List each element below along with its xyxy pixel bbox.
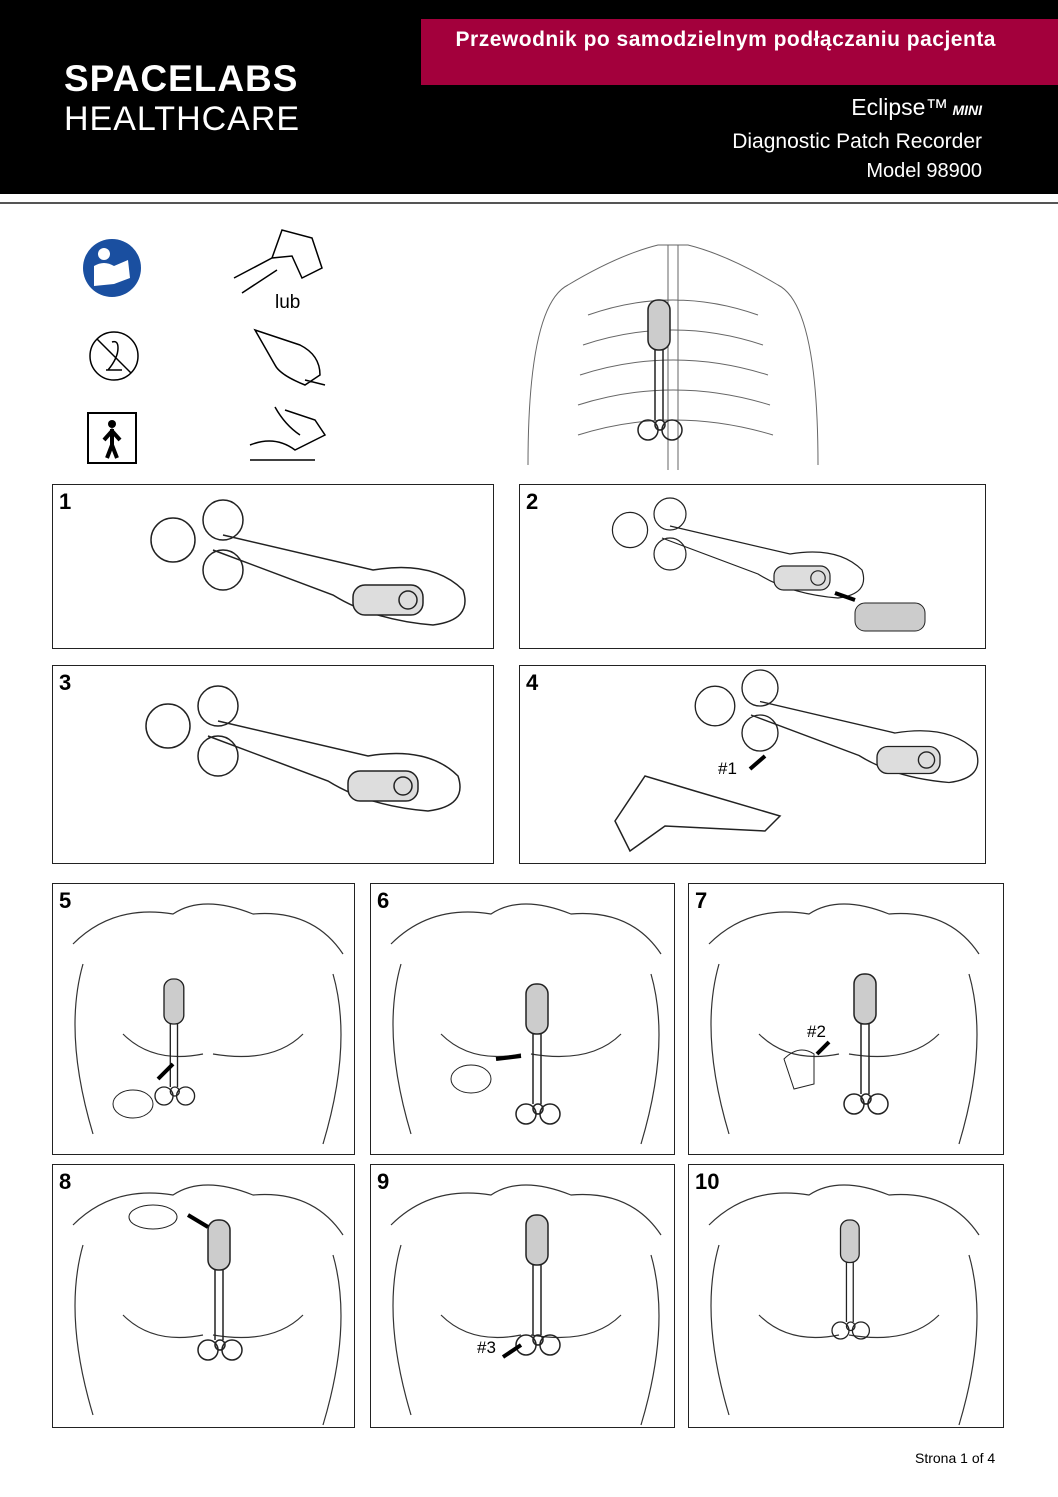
patch-assembled-illustration — [145, 685, 461, 812]
step-number: 2 — [526, 489, 539, 514]
page-number: Strona 1 of 4 — [915, 1450, 996, 1466]
step-8-panel: 8 — [52, 1164, 355, 1428]
wash-skin-icon — [233, 229, 323, 294]
chest-placement-diagram — [527, 244, 819, 470]
hand-icon — [128, 1204, 178, 1230]
liner-tag: #2 — [807, 1022, 826, 1041]
torso-illustration — [72, 903, 344, 1145]
torso-illustration — [390, 1184, 662, 1426]
step-5-panel: 5 — [52, 883, 355, 1155]
step-number: 4 — [526, 670, 539, 695]
product-subtitle: Diagnostic Patch Recorder — [732, 130, 982, 153]
step-9-panel: 9 #3 — [370, 1164, 675, 1428]
liner-tag: #3 — [477, 1338, 496, 1357]
step-number: 9 — [377, 1169, 390, 1194]
liner-removal-illustration — [614, 669, 979, 853]
type-bf-icon — [87, 412, 137, 464]
arrow-icon — [815, 1040, 831, 1056]
read-instructions-icon — [83, 239, 141, 297]
hand-icon — [450, 1064, 492, 1094]
step-10-panel: 10 — [688, 1164, 1004, 1428]
step-4-panel: 4 #1 — [519, 665, 986, 864]
patch-illustration — [150, 499, 466, 626]
step-number: 8 — [59, 1169, 72, 1194]
step-number: 7 — [695, 888, 708, 913]
model-number: Model 98900 — [866, 160, 982, 182]
or-label: lub — [275, 292, 301, 313]
arrow-icon — [156, 1062, 175, 1081]
hand-icon — [112, 1089, 154, 1119]
step-2-panel: 2 — [519, 484, 986, 649]
torso-illustration — [390, 903, 662, 1145]
arrow-icon — [834, 591, 856, 602]
logo-spacelabs: SPACELABS — [64, 58, 299, 99]
step-number: 3 — [59, 670, 72, 695]
torso-illustration — [72, 1184, 344, 1426]
divider — [0, 202, 1058, 204]
torso-illustration — [708, 903, 980, 1145]
arrow-icon — [186, 1213, 210, 1229]
step-7-panel: 7 #2 — [688, 883, 1004, 1155]
arrow-icon — [748, 754, 767, 771]
step-number: 6 — [377, 888, 390, 913]
product-suffix: MINI — [952, 102, 982, 118]
hair-clipper-icon — [253, 328, 326, 386]
do-not-reuse-icon — [89, 331, 139, 381]
step-3-panel: 3 — [52, 665, 494, 864]
step-number: 1 — [59, 489, 72, 514]
torso-illustration — [708, 1184, 980, 1426]
logo-healthcare: HEALTHCARE — [64, 100, 301, 138]
liner-tag: #1 — [718, 759, 737, 778]
step-number: 10 — [695, 1169, 720, 1194]
document-title: Przewodnik po samodzielnym podłączaniu p… — [421, 19, 1058, 85]
arrow-icon — [495, 1054, 522, 1061]
step-1-panel: 1 — [52, 484, 494, 649]
arrow-icon — [501, 1343, 523, 1359]
step-6-panel: 6 — [370, 883, 675, 1155]
step-number: 5 — [59, 888, 72, 913]
product-brand: Eclipse™ — [851, 94, 949, 120]
abrade-skin-icon — [249, 406, 327, 461]
patch-insert-illustration — [611, 497, 926, 632]
